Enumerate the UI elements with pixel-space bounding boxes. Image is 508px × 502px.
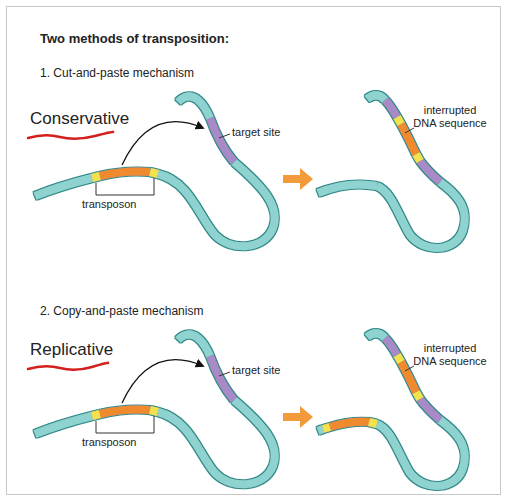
handwritten-note: Conservative: [30, 109, 129, 129]
handwritten-note: Replicative: [30, 340, 113, 360]
arrows-and-leaders: [96, 360, 414, 433]
frame: [7, 7, 501, 495]
cut-and-paste-panel: [28, 95, 465, 248]
callout-label: interrupted DNA sequence: [412, 104, 488, 130]
callout-label: target site: [232, 364, 280, 377]
section-heading: 1. Cut-and-paste mechanism: [40, 66, 194, 80]
callout-label: target site: [232, 126, 280, 139]
callout-label: interrupted DNA sequence: [412, 342, 488, 368]
callout-label: transposon: [82, 198, 136, 211]
section-heading: 2. Copy-and-paste mechanism: [40, 304, 203, 318]
arrows-and-leaders: [96, 122, 414, 195]
red-underline: [28, 132, 113, 139]
callout-label: transposon: [82, 436, 136, 449]
red-underline: [28, 363, 108, 370]
diagram-title: Two methods of transposition:: [40, 31, 229, 47]
